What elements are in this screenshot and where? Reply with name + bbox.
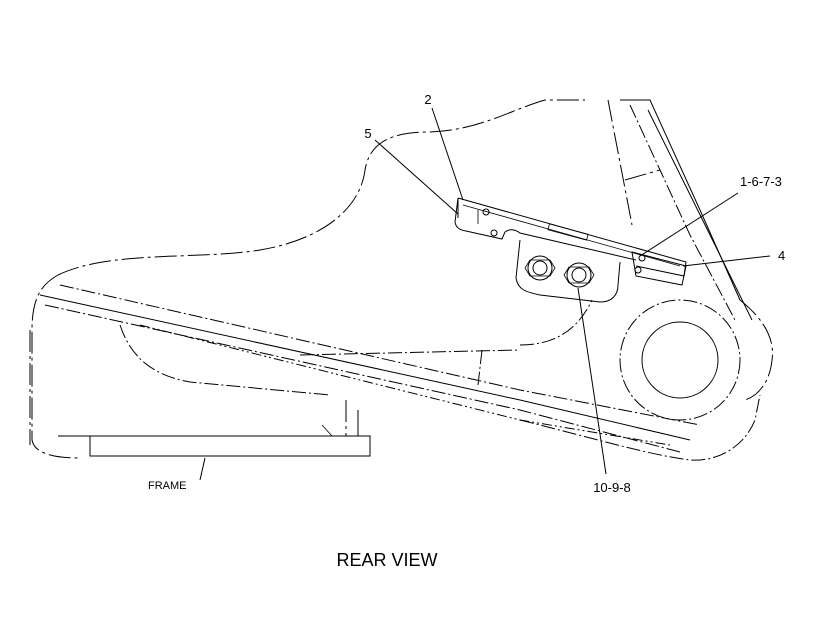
base-rails <box>29 284 761 461</box>
right-block <box>631 251 687 286</box>
bracket-plate <box>454 197 687 277</box>
frame-member <box>58 400 371 481</box>
callout-1-6-7-3: 1-6-7-3 <box>740 174 782 189</box>
mounting-plate <box>515 239 621 303</box>
callout-10-9-8: 10-9-8 <box>593 480 631 495</box>
leader-4 <box>682 255 771 267</box>
pillar <box>607 99 774 401</box>
cushion-curve <box>119 299 593 396</box>
leader-lines <box>374 107 771 475</box>
seat-outline <box>31 99 585 459</box>
leader-1098 <box>577 287 607 475</box>
callout-2: 2 <box>424 92 431 107</box>
leader-2 <box>431 107 464 201</box>
hub-circle <box>619 299 741 421</box>
callout-4: 4 <box>778 248 785 263</box>
view-title: REAR VIEW <box>336 550 437 570</box>
frame-label: FRAME <box>148 480 187 492</box>
leader-1673 <box>639 192 739 257</box>
callout-5: 5 <box>364 126 371 141</box>
leader-5 <box>374 139 459 215</box>
